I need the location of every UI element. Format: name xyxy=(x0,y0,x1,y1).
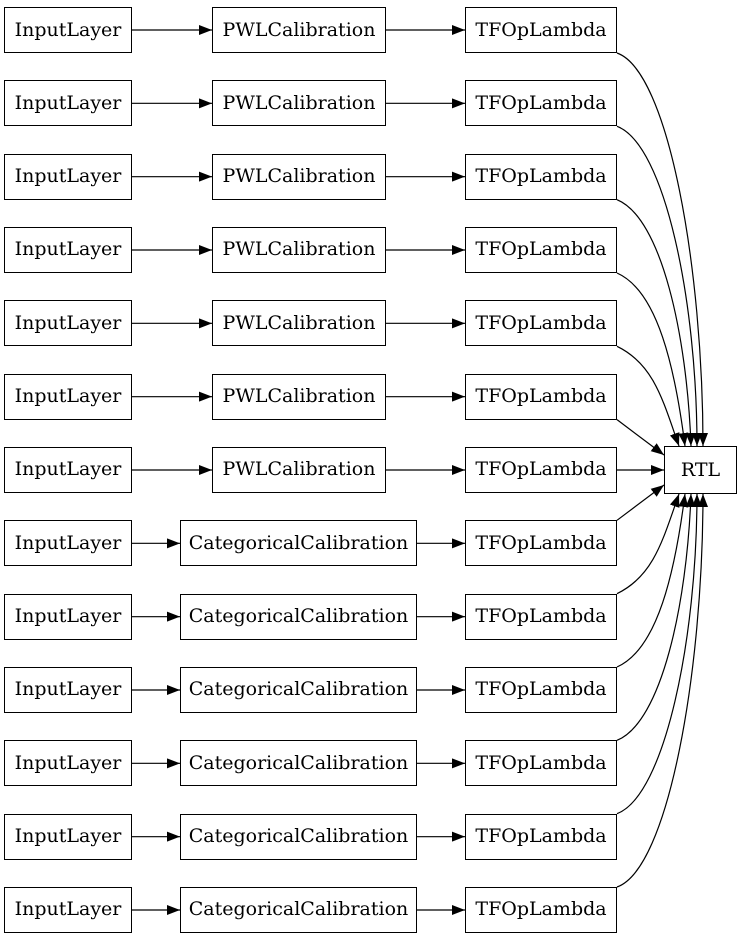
node-input-8: InputLayer xyxy=(4,593,132,640)
node-op-3: TFOpLambda xyxy=(465,226,617,273)
node-input-6: InputLayer xyxy=(4,446,132,493)
edge-op-rtl-9 xyxy=(616,493,689,668)
node-input-0: InputLayer xyxy=(4,7,132,53)
node-input-5: InputLayer xyxy=(4,373,132,420)
node-calibration-1: PWLCalibration xyxy=(212,80,386,127)
node-op-4: TFOpLambda xyxy=(465,300,617,347)
node-calibration-12: CategoricalCalibration xyxy=(180,886,417,933)
node-op-5: TFOpLambda xyxy=(465,373,617,420)
node-op-11: TFOpLambda xyxy=(465,813,617,860)
node-calibration-7: CategoricalCalibration xyxy=(180,520,417,567)
node-calibration-6: PWLCalibration xyxy=(212,446,386,493)
node-op-8: TFOpLambda xyxy=(465,593,617,640)
edge-op-rtl-11 xyxy=(616,493,702,815)
node-input-10: InputLayer xyxy=(4,740,132,787)
node-op-6: TFOpLambda xyxy=(465,446,617,493)
edge-op-rtl-2 xyxy=(616,199,696,447)
node-rtl: RTL xyxy=(664,446,737,494)
edge-op-rtl-10 xyxy=(616,493,696,741)
node-calibration-5: PWLCalibration xyxy=(212,373,386,420)
node-op-2: TFOpLambda xyxy=(465,153,617,200)
edge-op-rtl-7 xyxy=(616,484,665,521)
node-calibration-10: CategoricalCalibration xyxy=(180,740,417,787)
node-input-3: InputLayer xyxy=(4,226,132,273)
node-input-7: InputLayer xyxy=(4,520,132,567)
node-input-12: InputLayer xyxy=(4,886,132,933)
node-calibration-9: CategoricalCalibration xyxy=(180,666,417,713)
node-op-1: TFOpLambda xyxy=(465,80,617,127)
node-calibration-2: PWLCalibration xyxy=(212,153,386,200)
node-op-10: TFOpLambda xyxy=(465,740,617,787)
node-input-2: InputLayer xyxy=(4,153,132,200)
node-calibration-4: PWLCalibration xyxy=(212,300,386,347)
edge-op-rtl-12 xyxy=(616,493,708,888)
node-op-12: TFOpLambda xyxy=(465,886,617,933)
edge-op-rtl-5 xyxy=(616,419,665,456)
node-input-11: InputLayer xyxy=(4,813,132,860)
node-calibration-8: CategoricalCalibration xyxy=(180,593,417,640)
node-input-1: InputLayer xyxy=(4,80,132,127)
node-op-0: TFOpLambda xyxy=(465,7,617,53)
edge-op-rtl-3 xyxy=(616,272,689,447)
edge-op-rtl-4 xyxy=(616,345,680,447)
node-calibration-11: CategoricalCalibration xyxy=(180,813,417,860)
node-input-4: InputLayer xyxy=(4,300,132,347)
edge-op-rtl-1 xyxy=(616,125,702,447)
node-op-9: TFOpLambda xyxy=(465,666,617,713)
node-calibration-3: PWLCalibration xyxy=(212,226,386,273)
node-calibration-0: PWLCalibration xyxy=(212,7,386,53)
edge-op-rtl-0 xyxy=(616,52,708,447)
node-op-7: TFOpLambda xyxy=(465,520,617,567)
edge-op-rtl-8 xyxy=(616,493,680,595)
node-input-9: InputLayer xyxy=(4,666,132,713)
